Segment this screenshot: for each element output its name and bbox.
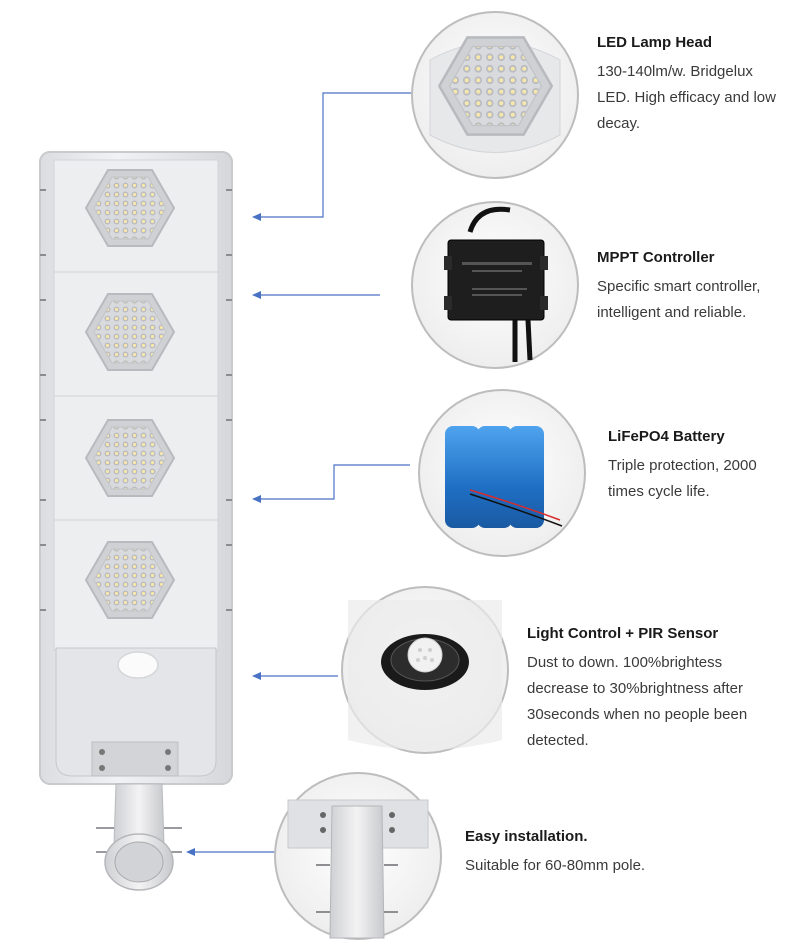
feature-pir-sensor: Light Control + PIR Sensor Dust to down.… <box>527 624 797 754</box>
feature-title: Easy installation. <box>465 828 588 845</box>
feature-desc-line: Suitable for 60-80mm pole. <box>465 857 646 874</box>
feature-lifepo4-battery: LiFePO4 Battery Triple protection, 2000 … <box>608 427 798 505</box>
feature-desc-line: Triple protection, 2000 <box>608 457 757 474</box>
feature-title: Light Control + PIR Sensor <box>527 625 719 642</box>
feature-desc-line: Dust to down. 100%brightess <box>527 654 723 671</box>
feature-desc-line: intelligent and reliable. <box>597 304 747 321</box>
arrow-icon <box>186 213 261 856</box>
pole-mount-icon <box>274 772 442 940</box>
feature-desc-line: 130-140lm/w. Bridgelux <box>597 63 753 80</box>
led-lamp-head-image <box>411 11 579 179</box>
controller-icon <box>411 201 579 369</box>
feature-desc-line: decay. <box>597 115 641 132</box>
feature-desc-line: Specific smart controller, <box>597 278 761 295</box>
feature-mppt-controller: MPPT Controller Specific smart controlle… <box>597 248 797 326</box>
street-light-body <box>39 151 233 891</box>
feature-title: MPPT Controller <box>597 249 715 266</box>
pir-sensor-icon <box>341 586 509 754</box>
feature-desc-line: 30seconds when no people been <box>527 706 748 723</box>
battery-icon <box>418 389 586 557</box>
feature-easy-installation: Easy installation. Suitable for 60-80mm … <box>465 827 785 879</box>
feature-desc-line: detected. <box>527 732 589 749</box>
feature-desc-line: times cycle life. <box>608 483 710 500</box>
feature-title: LED Lamp Head <box>597 34 713 51</box>
pir-sensor-icon <box>117 651 159 679</box>
callout-lines <box>192 92 412 853</box>
feature-desc-line: decrease to 30%brightness after <box>527 680 743 697</box>
feature-title: LiFePO4 Battery <box>608 428 725 445</box>
feature-desc-line: LED. High efficacy and low <box>597 89 776 106</box>
feature-led-lamp-head: LED Lamp Head 130-140lm/w. Bridgelux LED… <box>597 33 797 137</box>
